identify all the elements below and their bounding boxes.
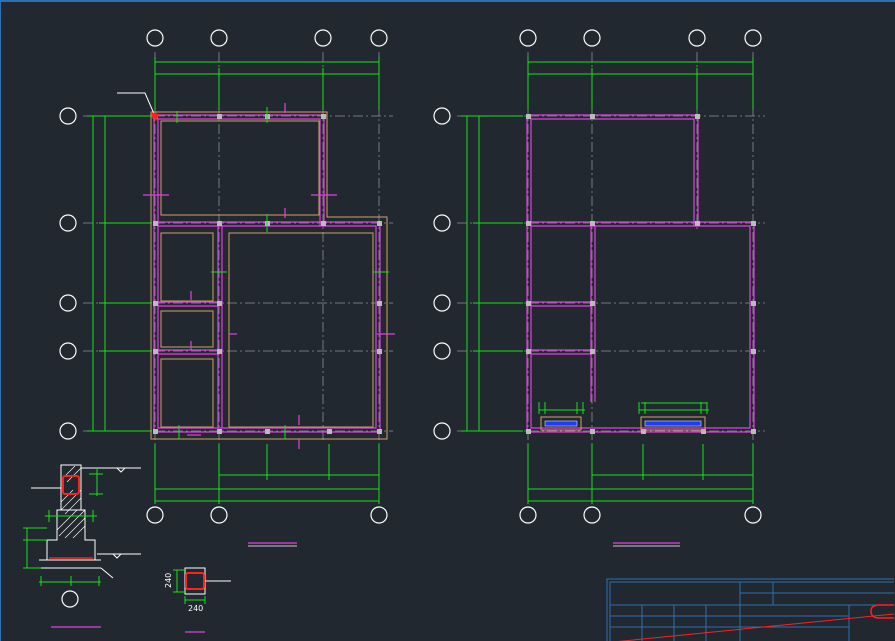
column-section-detail[interactable]: 240 240 — [164, 567, 231, 633]
left-section-ticks — [143, 103, 395, 449]
right-dims-bottom — [527, 444, 754, 504]
triangle-icon — [111, 553, 123, 559]
left-axis-bubbles[interactable] — [59, 29, 388, 524]
left-leader — [117, 92, 159, 120]
column-outline — [184, 567, 206, 595]
right-columns — [526, 114, 756, 434]
circle-icon — [210, 506, 228, 524]
circle-icon — [744, 506, 762, 524]
circle-icon — [59, 294, 77, 312]
section-ring-beam — [62, 475, 80, 495]
left-title-underline — [248, 542, 297, 547]
right-lintels — [538, 402, 709, 431]
circle-icon — [433, 214, 451, 232]
section-body — [31, 464, 141, 579]
circle-icon — [59, 422, 77, 440]
circle-icon — [210, 29, 228, 47]
right-dims-side — [461, 115, 523, 432]
circle-icon — [519, 506, 537, 524]
circle-icon — [433, 342, 451, 360]
right-dims-top — [527, 57, 754, 110]
column-dim-horizontal: 240 — [188, 604, 203, 613]
circle-icon — [433, 107, 451, 125]
left-dims-top — [154, 57, 380, 110]
right-axis-bubbles[interactable] — [433, 29, 762, 524]
circle-icon — [433, 422, 451, 440]
circle-icon — [59, 214, 77, 232]
left-dims-bottom — [154, 444, 380, 504]
circle-icon — [59, 107, 77, 125]
title-block[interactable] — [606, 578, 894, 641]
circle-icon — [59, 342, 77, 360]
column-dims — [173, 569, 206, 604]
column-dim-vertical: 240 — [164, 573, 173, 588]
circle-icon — [519, 29, 537, 47]
left-plan[interactable] — [59, 29, 395, 547]
left-footing-outline — [150, 111, 388, 440]
triangle-icon — [115, 467, 127, 473]
circle-icon — [146, 506, 164, 524]
right-beams — [526, 114, 755, 433]
circle-icon — [744, 29, 762, 47]
right-plan[interactable] — [433, 29, 765, 547]
circle-icon — [583, 29, 601, 47]
circle-icon — [314, 29, 332, 47]
title-block-markup — [617, 604, 894, 641]
circle-icon — [370, 506, 388, 524]
left-axis-lines — [83, 52, 393, 502]
left-wall-ticks — [176, 107, 389, 439]
circle-icon — [688, 29, 706, 47]
section-dims — [23, 468, 103, 586]
left-dims-side — [87, 115, 151, 432]
circle-icon — [370, 29, 388, 47]
circle-icon — [146, 29, 164, 47]
circle-icon[interactable] — [61, 590, 79, 608]
column-stirrup — [185, 572, 205, 590]
right-axis-lines — [457, 52, 765, 502]
left-walls — [153, 114, 381, 433]
circle-icon — [583, 506, 601, 524]
circle-icon — [433, 294, 451, 312]
foundation-section-detail[interactable] — [23, 464, 141, 628]
left-columns — [153, 114, 382, 434]
elevation-markers — [111, 467, 127, 559]
right-title-underline — [613, 542, 680, 547]
